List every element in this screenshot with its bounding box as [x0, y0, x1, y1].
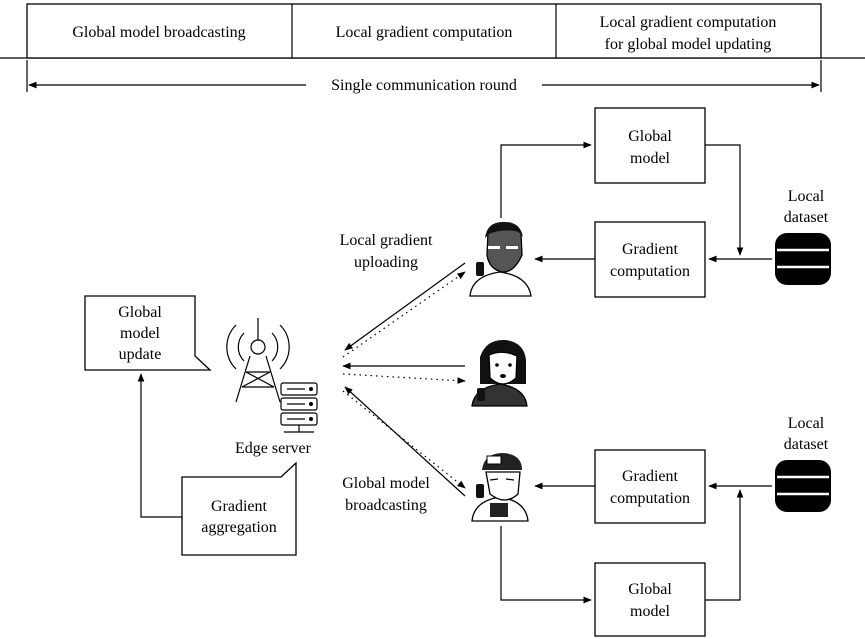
top-global-model-box: Global model	[594, 107, 706, 184]
timeline-bar	[26, 3, 822, 59]
svg-text:computation: computation	[610, 490, 690, 507]
svg-text:Gradient: Gradient	[622, 468, 679, 485]
user-woman-phone-icon	[471, 339, 528, 407]
bottom-global-model-box: Global model	[594, 562, 706, 637]
svg-text:model: model	[630, 150, 671, 167]
bottom-dataset-label-line1: Local	[788, 415, 825, 432]
top-gradient-box: Gradient computation	[594, 221, 706, 298]
edge-server-label: Edge server	[235, 440, 312, 457]
svg-text:aggregation: aggregation	[201, 519, 277, 536]
svg-text:Gradient: Gradient	[211, 498, 268, 515]
antenna-tower-icon	[226, 318, 290, 403]
svg-text:model: model	[120, 325, 161, 342]
database-icon	[775, 233, 831, 285]
svg-text:Gradient: Gradient	[622, 241, 679, 258]
phase-update-line2: for global model updating	[605, 36, 772, 53]
svg-text:Global: Global	[118, 304, 162, 321]
top-dataset-label-line2: dataset	[784, 209, 829, 226]
phase-update-line1: Local gradient computation	[600, 14, 777, 31]
user-man-phone-icon	[469, 221, 532, 297]
bottom-dataset-label-line2: dataset	[784, 436, 829, 453]
user-cap-phone-icon	[471, 453, 529, 522]
svg-text:Global: Global	[628, 581, 672, 598]
server-rack-icon	[280, 382, 318, 433]
upload-label-line1: Local gradient	[340, 232, 433, 249]
global-model-update-note: Global model update	[84, 295, 212, 371]
svg-text:model: model	[630, 603, 671, 620]
phase-broadcasting: Global model broadcasting	[72, 24, 245, 41]
broadcast-label-line1: Global model	[342, 475, 430, 492]
round-label: Single communication round	[331, 77, 517, 94]
top-dataset-label-line1: Local	[788, 188, 825, 205]
database-icon	[775, 460, 831, 512]
timeline: Global model broadcasting Local gradient…	[0, 3, 865, 94]
svg-text:update: update	[119, 346, 162, 363]
gradient-aggregation-note: Gradient aggregation	[181, 461, 297, 556]
server-user-links	[342, 262, 466, 497]
svg-text:computation: computation	[610, 263, 690, 280]
bottom-gradient-box: Gradient computation	[594, 449, 706, 524]
aggregation-to-update-arrow	[137, 373, 182, 518]
upload-label-line2: uploading	[354, 254, 418, 271]
svg-text:Global: Global	[628, 128, 672, 145]
broadcast-label-line2: broadcasting	[345, 497, 427, 514]
phase-local-computation: Local gradient computation	[336, 24, 513, 41]
